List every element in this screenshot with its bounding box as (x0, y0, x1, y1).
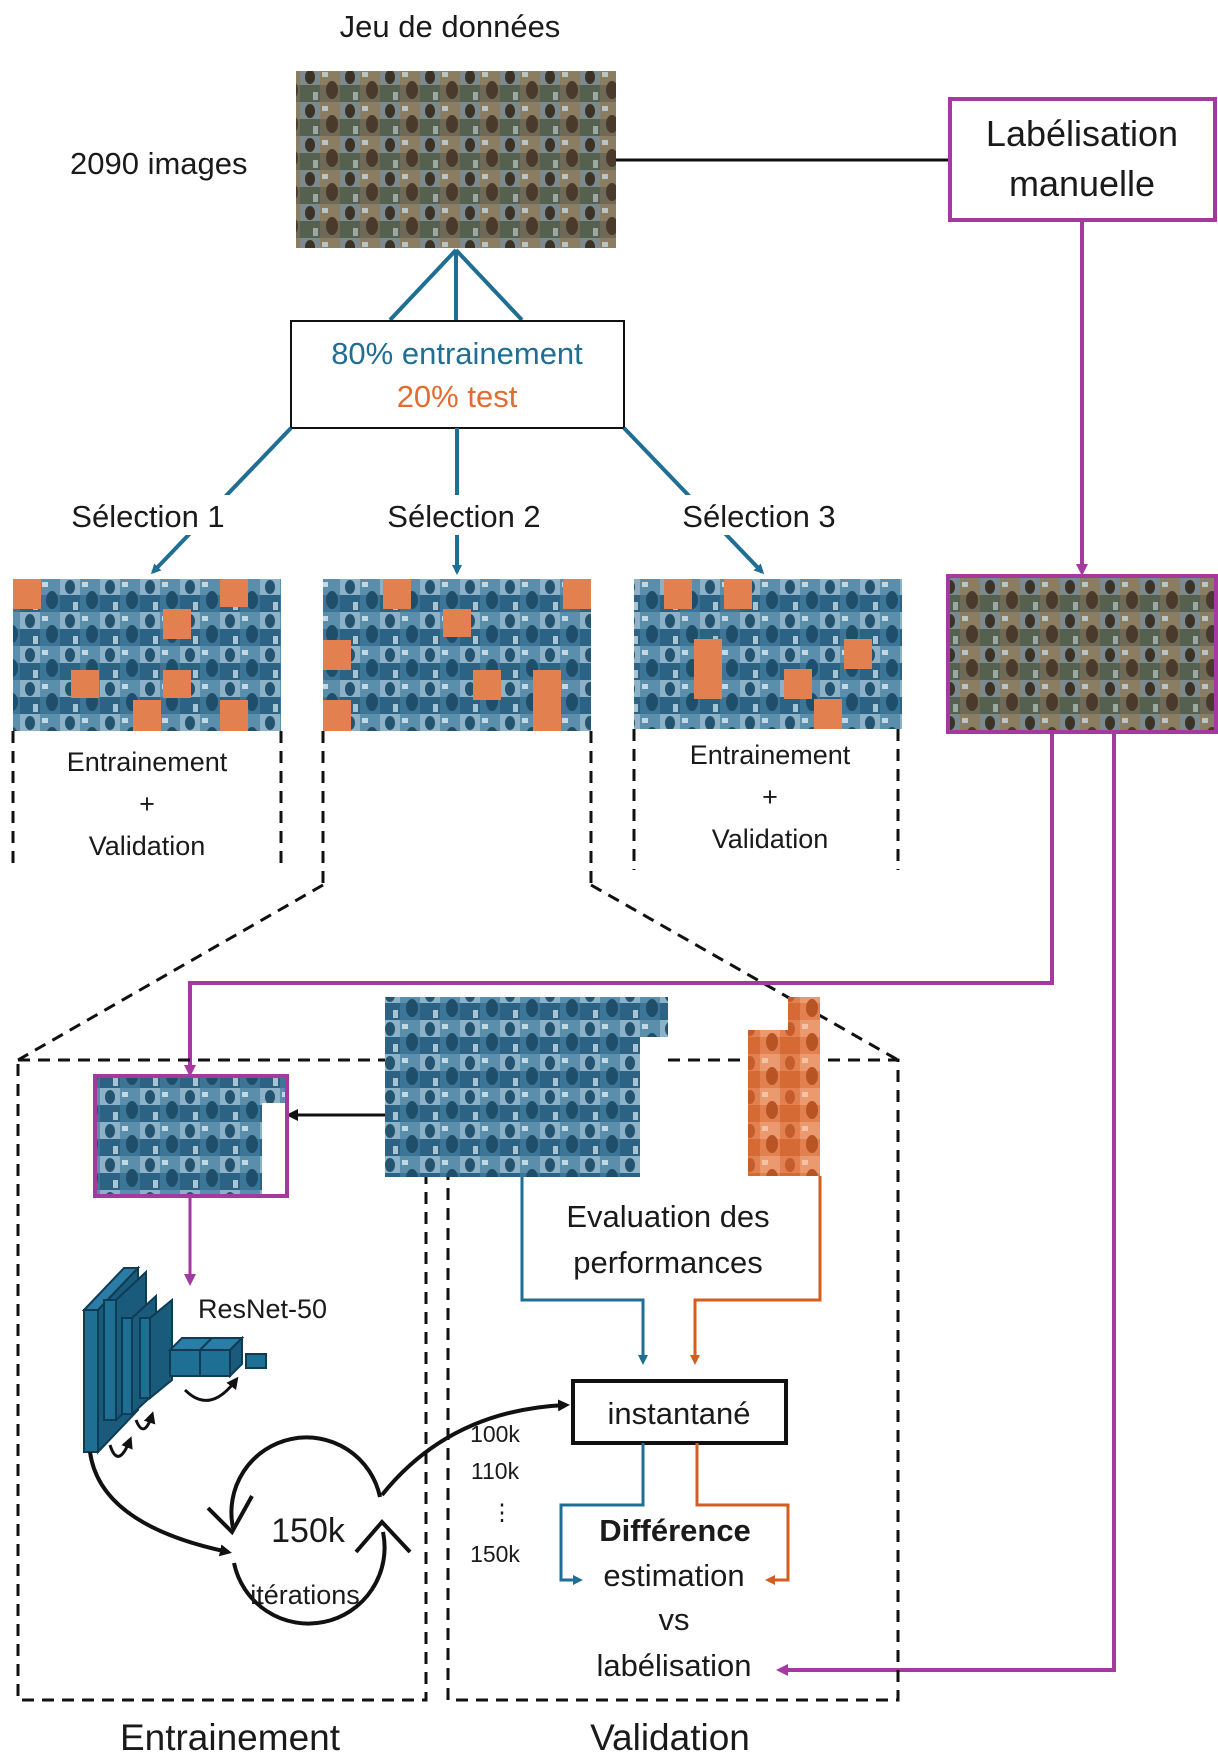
split-connector-right (454, 248, 524, 322)
arrow-snapshot-train-to-difference (559, 1443, 645, 1585)
checkpoint-4: 150k (470, 1541, 520, 1567)
dataset-title: Jeu de données (340, 9, 561, 44)
arrow-train-subset-to-snapshot (520, 1177, 648, 1365)
training-images-box (93, 1074, 289, 1198)
manual-labelling-line2: manuelle (1009, 163, 1155, 204)
checkpoint-1: 100k (470, 1421, 520, 1447)
selection-1-label: Sélection 1 (71, 499, 224, 534)
selection-3-bracket (632, 729, 900, 870)
selection-3-caption-line2: + (762, 782, 778, 812)
selection-3-caption-line1: Entrainement (690, 740, 851, 770)
resnet-icon (81, 1265, 267, 1458)
zoom-funnel (17, 731, 899, 1062)
test-subset-mosaic (748, 997, 820, 1176)
selection-2-mosaic (323, 579, 591, 731)
checkpoint-2: 110k (471, 1458, 520, 1484)
arrow-labels-to-comparison (776, 732, 1116, 1676)
dataset-mosaic-image (296, 71, 616, 248)
arrow-model-to-loop (88, 1451, 232, 1557)
checkpoint-ellipsis: ⋮ (491, 1499, 514, 1525)
difference-line3: labélisation (596, 1648, 751, 1683)
evaluation-label-line1: Evaluation des (566, 1199, 769, 1234)
selection-3-mosaic (634, 579, 902, 729)
split-test-label: 20% test (397, 379, 518, 414)
split-train-label: 80% entrainement (331, 336, 583, 371)
arrow-labels-to-training-set (184, 732, 1054, 1077)
split-connector-left (388, 248, 458, 322)
model-name-label: ResNet-50 (198, 1294, 327, 1324)
training-panel-frame (16, 1058, 428, 1702)
difference-title: Différence (599, 1513, 751, 1548)
evaluation-label-line2: performances (573, 1245, 763, 1280)
dataset-count-label: 2090 images (70, 146, 248, 181)
loop-count-label: 150k (271, 1512, 346, 1550)
labelled-mosaic (946, 574, 1218, 734)
iteration-loop (206, 1435, 412, 1626)
arrow-loop-to-snapshot (380, 1399, 570, 1497)
difference-line1: estimation (603, 1558, 744, 1593)
selection-2-label: Sélection 2 (387, 499, 540, 534)
validation-panel-title: Validation (590, 1717, 750, 1753)
selection-3-label: Sélection 3 (682, 499, 835, 534)
selection-1-caption-line1: Entrainement (67, 747, 228, 777)
train-subset-mosaic (385, 997, 668, 1177)
arrow-test-subset-to-snapshot (690, 1176, 822, 1365)
difference-line2: vs (659, 1602, 690, 1637)
training-panel-title: Entrainement (120, 1717, 341, 1753)
loop-caption: itérations (250, 1580, 360, 1610)
selection-1-caption-line3: Validation (89, 831, 206, 861)
manual-labelling-line1: Labélisation (986, 113, 1178, 154)
selection-1-mosaic (13, 579, 281, 731)
selection-3-caption-line3: Validation (712, 824, 829, 854)
snapshot-box (571, 1379, 788, 1445)
selection-1-bracket (11, 731, 283, 870)
validation-panel-frame (446, 1058, 900, 1702)
arrow-snapshot-test-to-difference (695, 1443, 790, 1585)
selection-1-caption-line2: + (139, 789, 155, 819)
split-box (290, 320, 625, 429)
snapshot-label: instantané (607, 1396, 750, 1431)
